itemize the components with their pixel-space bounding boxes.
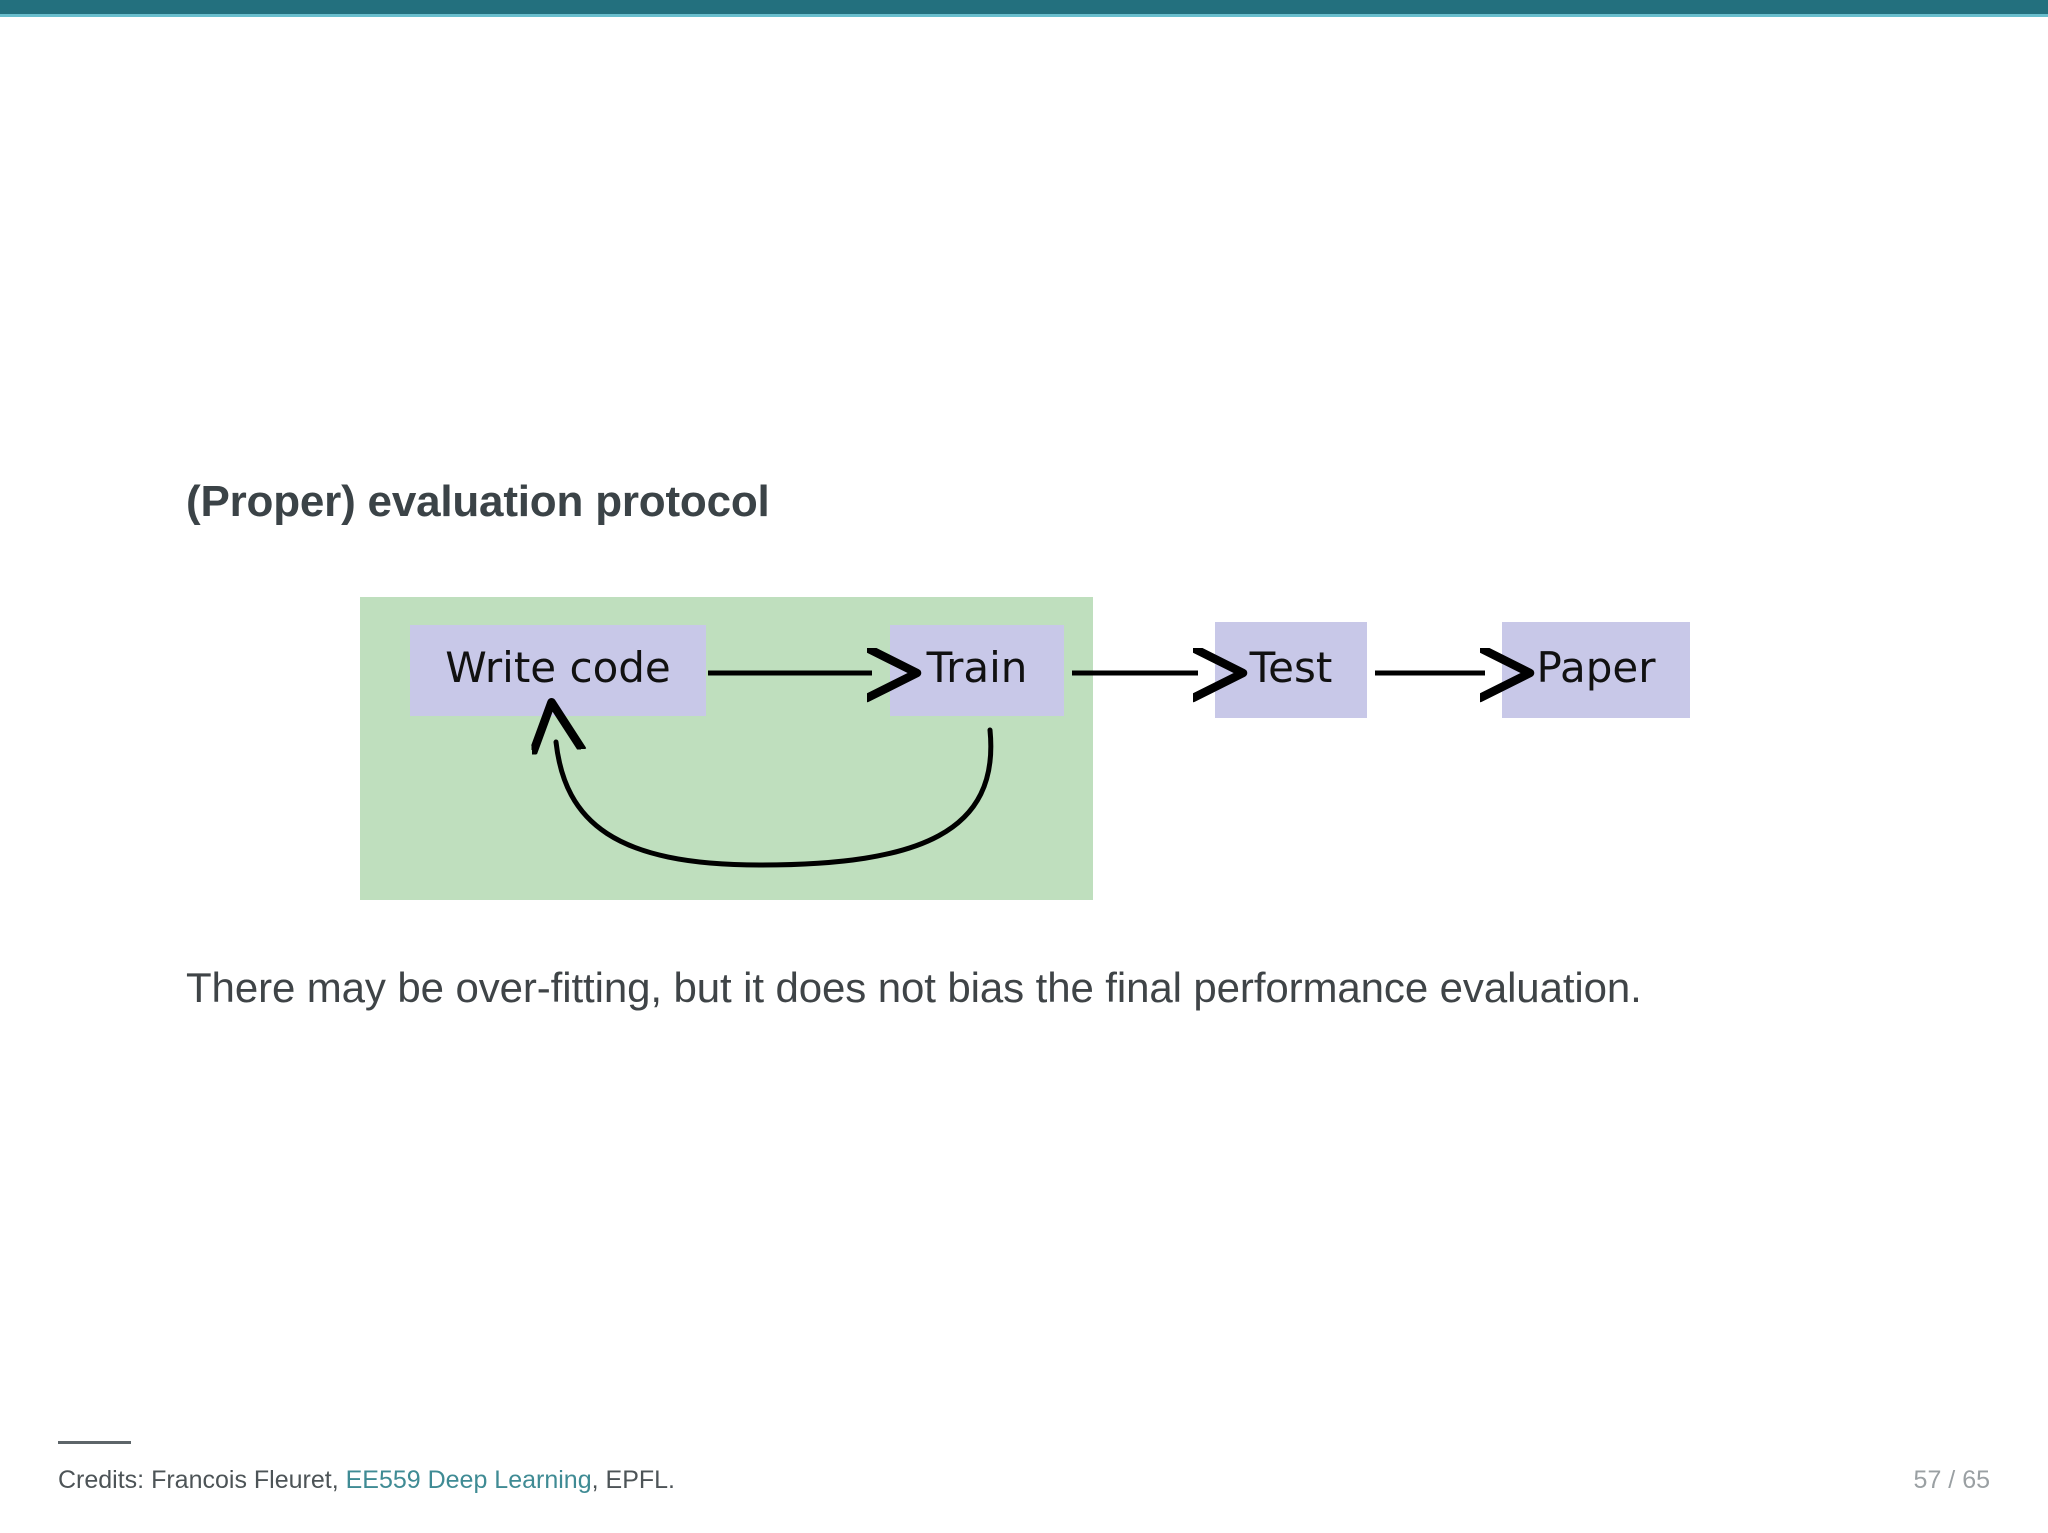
page-number: 57 / 65 <box>1913 1466 1990 1494</box>
page-title: (Proper) evaluation protocol <box>186 477 770 526</box>
node-write-code-label: Write code <box>445 643 671 692</box>
top-accent-bar-underline <box>0 14 2048 17</box>
evaluation-protocol-diagram: Write code Train Test Paper <box>360 597 1720 907</box>
top-accent-bar <box>0 0 2048 14</box>
body-paragraph: There may be over-fitting, but it does n… <box>186 964 1642 1011</box>
footer-credits-suffix: , EPFL. <box>591 1466 675 1494</box>
footer-credits: Credits: Francois Fleuret, EE559 Deep Le… <box>58 1466 675 1495</box>
edge-train-to-write-code-feedback <box>556 730 994 868</box>
node-train-label: Train <box>926 643 1028 692</box>
footer-credits-prefix: Credits: Francois Fleuret, <box>58 1466 346 1494</box>
node-paper-label: Paper <box>1537 643 1657 692</box>
footer-credits-link[interactable]: EE559 Deep Learning <box>345 1466 592 1494</box>
footer-divider <box>58 1441 131 1444</box>
node-test-label: Test <box>1249 643 1333 692</box>
